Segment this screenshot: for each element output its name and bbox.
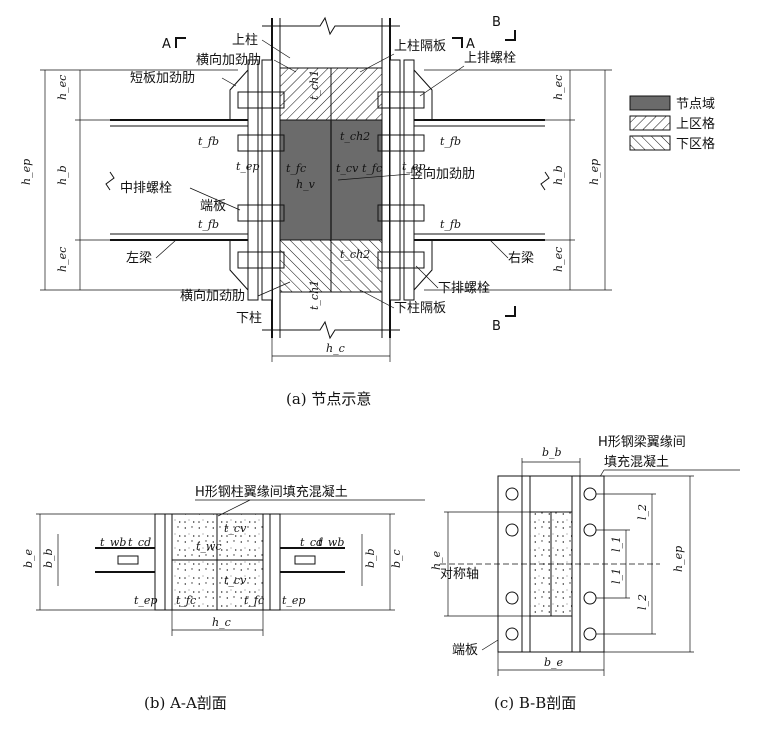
b-sym-twb-right: t_wb bbox=[318, 536, 344, 549]
b-dim-bc: b_c bbox=[390, 549, 403, 568]
sym-tep-right: t_ep bbox=[402, 160, 425, 173]
b-sym-twb-left: t_wb bbox=[100, 536, 126, 549]
label-end-plate: 端板 bbox=[200, 199, 226, 214]
b-dim-hc: h_c bbox=[212, 616, 231, 629]
sym-hv: h_v bbox=[296, 178, 316, 191]
sym-tch2-top: t_ch2 bbox=[340, 130, 370, 143]
label-upper-col: 上柱 bbox=[232, 33, 258, 48]
fig-b: H形钢柱翼缘间填充混凝土 b_e b_b b_b b_c t_wb t_cd bbox=[22, 484, 425, 712]
legend-panel-zone: 节点域 bbox=[676, 97, 715, 112]
legend-upper: 上区格 bbox=[676, 116, 715, 132]
section-mark-b-top bbox=[505, 30, 516, 41]
label-trans-rib-bot: 横向加劲肋 bbox=[180, 288, 245, 304]
dim-hc: h_c bbox=[326, 342, 345, 355]
end-plate-left bbox=[247, 59, 259, 301]
label-upper-bolts: 上排螺栓 bbox=[464, 51, 516, 66]
b-sym-tcv-bot: t_cv bbox=[224, 574, 247, 587]
fig-c: H形钢梁翼缘间 填充混凝土 对称轴 b_b bbox=[430, 435, 740, 712]
c-dim-be: b_e bbox=[544, 656, 564, 669]
b-flange-right bbox=[269, 513, 281, 611]
b-sym-tcd-right: t_cd bbox=[300, 536, 323, 549]
label-right-beam: 右梁 bbox=[508, 251, 534, 266]
sym-tep-left: t_ep bbox=[236, 160, 259, 173]
fig-a: h_ep h_ec h_b h_ec h_ec h_b h_ec h_ep h_… bbox=[20, 15, 715, 408]
sym-tfb-3: t_fb bbox=[440, 135, 461, 148]
dim-hec-left-bot: h_ec bbox=[56, 247, 69, 272]
title-b: H形钢柱翼缘间填充混凝土 bbox=[195, 484, 348, 500]
c-label-end-plate: 端板 bbox=[452, 643, 478, 658]
section-b-top: B bbox=[492, 15, 501, 30]
c-dim-bb: b_b bbox=[542, 446, 562, 459]
b-sym-tcd-left: t_cd bbox=[128, 536, 151, 549]
sym-tfc-right: t_fc bbox=[362, 162, 382, 175]
sym-tfb-1: t_fb bbox=[198, 135, 219, 148]
legend: 节点域 上区格 下区格 bbox=[629, 95, 715, 152]
sym-tfb-4: t_fb bbox=[440, 218, 461, 231]
bolts-left bbox=[237, 91, 285, 269]
section-a-left: A bbox=[162, 37, 171, 52]
c-dim-hep: h_ep bbox=[672, 546, 685, 572]
dim-hec-right-top: h_ec bbox=[552, 75, 565, 100]
b-sym-tfc-right: t_fc bbox=[244, 594, 264, 607]
label-left-beam: 左梁 bbox=[126, 251, 152, 266]
b-sym-twc: t_wc bbox=[196, 540, 222, 553]
sym-tch2-bot: t_ch2 bbox=[340, 248, 370, 261]
c-dim-l1-bot: l_1 bbox=[610, 568, 623, 584]
legend-lower: 下区格 bbox=[676, 136, 715, 152]
b-sym-tep-right: t_ep bbox=[282, 594, 305, 607]
column-break-top bbox=[262, 16, 400, 36]
c-dim-l2-bot: l_2 bbox=[636, 594, 649, 610]
label-upper-diaphragm: 上柱隔板 bbox=[394, 39, 446, 54]
label-short-rib: 短板加劲肋 bbox=[130, 71, 195, 86]
sym-tch1-bot: t_ch1 bbox=[308, 280, 321, 310]
b-dim-bb-right: b_b bbox=[364, 548, 377, 568]
sym-tcv: t_cv bbox=[336, 162, 359, 175]
section-b-bottom: B bbox=[492, 319, 501, 334]
label-vert-rib: 竖向加劲肋 bbox=[410, 166, 475, 182]
sym-tfc-left: t_fc bbox=[286, 162, 306, 175]
label-lower-col: 下柱 bbox=[236, 311, 262, 326]
label-lower-diaphragm: 下柱隔板 bbox=[394, 301, 446, 316]
b-sym-tcv-top: t_cv bbox=[224, 522, 247, 535]
dim-hec-right-bot: h_ec bbox=[552, 247, 565, 272]
end-plate-right bbox=[389, 59, 401, 301]
caption-a: (a) 节点示意 bbox=[286, 390, 371, 408]
short-rib-left-top bbox=[229, 69, 249, 120]
column-break-bottom bbox=[262, 320, 400, 340]
c-sym-axis: 对称轴 bbox=[440, 567, 479, 582]
c-dim-l2-top: l_2 bbox=[636, 504, 649, 520]
b-dim-be: b_e bbox=[22, 548, 35, 568]
section-mark-a-left bbox=[175, 37, 186, 48]
b-dim-bb-left: b_b bbox=[42, 548, 55, 568]
label-lower-bolts: 下排螺栓 bbox=[438, 281, 490, 296]
bolts-right bbox=[377, 91, 425, 269]
dim-hb-right: h_b bbox=[552, 165, 565, 185]
c-dim-he: h_e bbox=[430, 550, 443, 570]
caption-c: (c) B-B剖面 bbox=[494, 694, 576, 712]
dim-hep-left: h_ep bbox=[20, 159, 33, 185]
b-sym-tfc-left: t_fc bbox=[176, 594, 196, 607]
caption-b: (b) A-A剖面 bbox=[144, 694, 227, 712]
b-sym-tep-left: t_ep bbox=[134, 594, 157, 607]
title-c-2: 填充混凝土 bbox=[604, 454, 669, 470]
c-dim-l1-top: l_1 bbox=[610, 536, 623, 552]
dim-hec-left-top: h_ec bbox=[56, 75, 69, 100]
sym-tch1-top: t_ch1 bbox=[308, 70, 321, 100]
dim-hep-right: h_ep bbox=[588, 159, 601, 185]
section-a-right: A bbox=[466, 37, 475, 52]
sym-tfb-2: t_fb bbox=[198, 218, 219, 231]
title-c-1: H形钢梁翼缘间 bbox=[598, 435, 686, 450]
dim-hb-left: h_b bbox=[56, 165, 69, 185]
label-mid-bolts: 中排螺栓 bbox=[120, 181, 172, 196]
label-trans-rib-top: 横向加劲肋 bbox=[196, 52, 261, 68]
